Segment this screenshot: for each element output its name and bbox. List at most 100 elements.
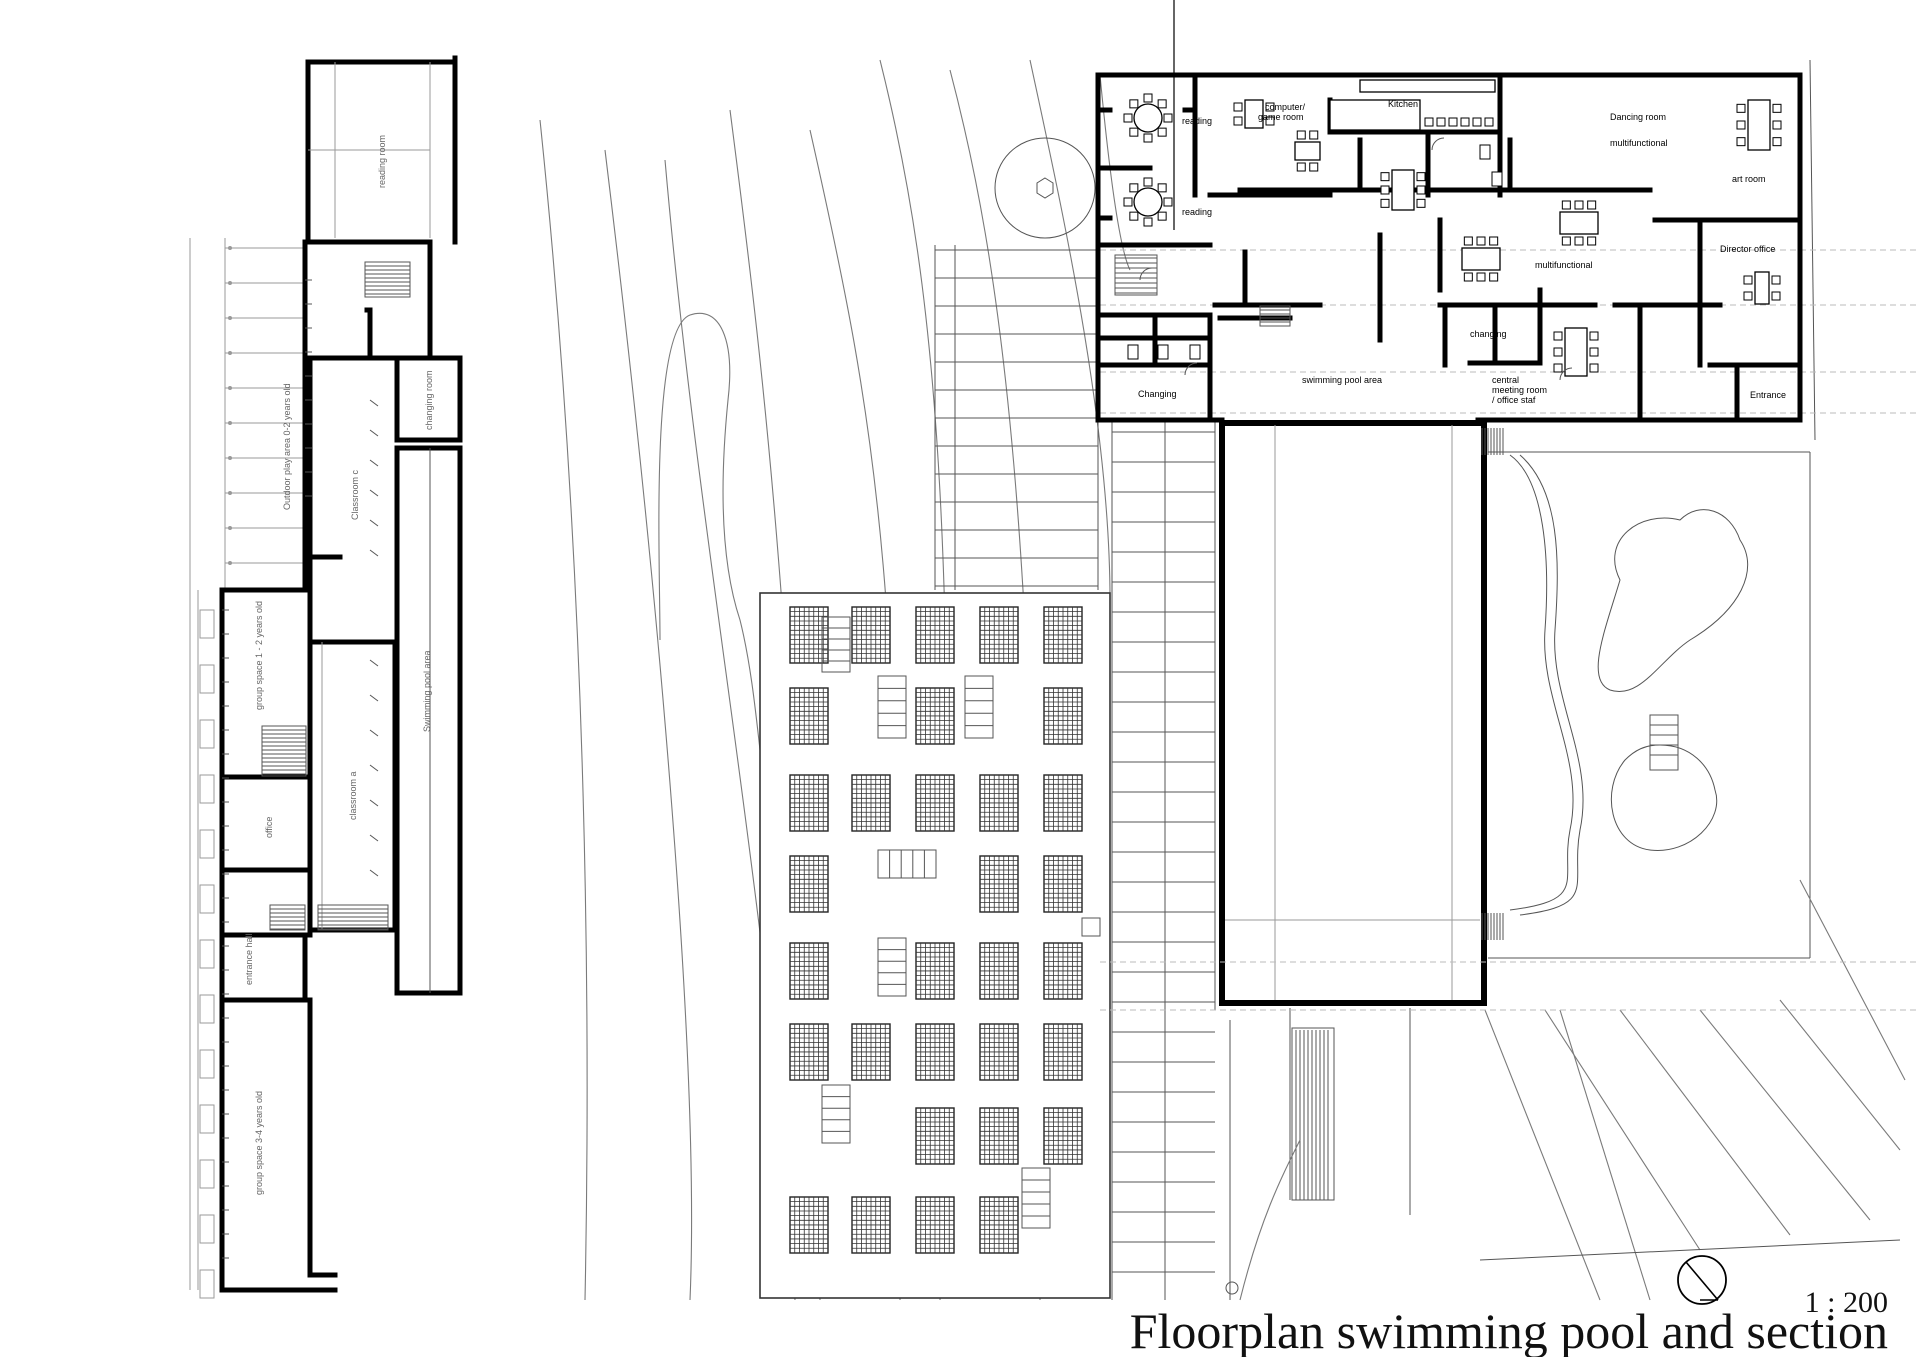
- chair: [1772, 103, 1782, 113]
- play-post: [228, 421, 232, 425]
- terrain-line: [1699, 1009, 1871, 1221]
- solar-bench-frame: [1021, 1167, 1051, 1229]
- contour-line: [1029, 59, 1111, 601]
- window: [199, 719, 215, 749]
- window: [199, 1159, 215, 1189]
- terrain-line: [1544, 1009, 1701, 1251]
- furniture-mark: [369, 764, 379, 772]
- solar-panel: [915, 774, 955, 832]
- terrain-line: [1479, 1239, 1901, 1261]
- central-meeting-line3: / office staf: [1492, 395, 1536, 405]
- label-entrance: Entrance: [1750, 390, 1786, 400]
- kitchen-appliance: [1484, 117, 1494, 127]
- tree-mark: [1225, 1281, 1239, 1295]
- rect-table-top: [1564, 327, 1588, 377]
- chair: [1736, 137, 1746, 147]
- chair: [1296, 130, 1306, 140]
- wc-fixture: [1491, 171, 1503, 187]
- solar-panel: [979, 606, 1019, 664]
- solar-bench-frame: [877, 675, 907, 739]
- chair: [1123, 113, 1133, 123]
- terrain-line: [1239, 1139, 1301, 1301]
- window: [199, 1214, 215, 1244]
- entrance-hall-text: entrance hall: [244, 933, 254, 985]
- round-table-top: [1133, 103, 1163, 133]
- furniture-mark: [369, 429, 379, 437]
- section-label-office: office: [264, 817, 274, 838]
- chair: [1233, 102, 1243, 112]
- footbridge: [1649, 714, 1679, 771]
- solar-bench-frame: [821, 1084, 851, 1144]
- chair: [1380, 172, 1390, 182]
- play-post: [228, 281, 232, 285]
- chair: [1476, 236, 1486, 246]
- section-label-group-space-1-2: group space 1 - 2 years old: [254, 601, 264, 710]
- chair: [1589, 347, 1599, 357]
- chair: [1380, 198, 1390, 208]
- section-label-classroom-a: classroom a: [348, 771, 358, 820]
- wc-fixture: [1127, 344, 1139, 360]
- contour-line: [604, 149, 693, 1301]
- label-reading-2: reading: [1182, 207, 1212, 217]
- kitchen-appliance: [1472, 117, 1482, 127]
- window: [199, 994, 215, 1024]
- chair: [1265, 116, 1275, 126]
- solar-panel: [851, 774, 891, 832]
- contour-line: [539, 119, 588, 1301]
- furniture: [1114, 79, 1782, 381]
- solar-bench-frame: [877, 849, 937, 879]
- chair: [1416, 172, 1426, 182]
- solar-panel: [789, 942, 829, 1000]
- label-dancing-multifunctional: multifunctional: [1610, 138, 1668, 148]
- door-swing: [1559, 367, 1573, 381]
- rect-table: [1294, 130, 1321, 172]
- chair: [1129, 127, 1139, 137]
- solar-panel: [979, 1107, 1019, 1165]
- terrain-line: [1484, 1009, 1601, 1301]
- chair: [1129, 99, 1139, 109]
- chair: [1561, 236, 1571, 246]
- furniture-mark: [369, 549, 379, 557]
- lower-stairs: [1291, 428, 1504, 1201]
- chair: [1772, 120, 1782, 130]
- pond-lower: [1610, 744, 1718, 851]
- furniture-mark: [369, 489, 379, 497]
- solar-panel: [1043, 855, 1083, 913]
- structural-grid: [1100, 249, 1920, 1011]
- solar-panel: [1043, 606, 1083, 664]
- furniture-mark: [369, 729, 379, 737]
- chair: [1743, 291, 1753, 301]
- rect-table: [1743, 271, 1781, 305]
- wc-fixture: [1189, 344, 1201, 360]
- solar-panels: [789, 606, 1101, 1254]
- computer-room-line1: computer/: [1265, 102, 1306, 112]
- rect-table: [1461, 236, 1501, 282]
- kitchen-appliance: [1460, 117, 1470, 127]
- chair: [1380, 185, 1390, 195]
- stair-block: [1114, 254, 1158, 296]
- section-label-group-space-3-4: group space 3-4 years old: [254, 1091, 264, 1195]
- solar-panel: [1043, 1107, 1083, 1165]
- section-label-outdoor-play: Outdoor play area 0-2 years old: [282, 383, 292, 510]
- play-post: [228, 246, 232, 250]
- chair: [1143, 217, 1153, 227]
- chair: [1265, 102, 1275, 112]
- chair: [1143, 93, 1153, 103]
- kitchen-counter: [1359, 79, 1496, 93]
- solar-panel: [915, 1107, 955, 1165]
- chair: [1772, 137, 1782, 147]
- solar-panel: [915, 942, 955, 1000]
- chair: [1476, 272, 1486, 282]
- main-building: reading reading computer/ game room Kitc…: [1095, 72, 1803, 423]
- kitchen-appliance: [1448, 117, 1458, 127]
- north-arrow-icon: [1677, 1255, 1727, 1305]
- solar-bench: [1021, 1167, 1051, 1229]
- rect-table: [1553, 327, 1599, 377]
- chair: [1123, 197, 1133, 207]
- play-post: [228, 316, 232, 320]
- stair-hatch: [261, 261, 411, 931]
- window: [199, 1049, 215, 1079]
- solar-bench: [877, 849, 937, 879]
- drawing-title: Floorplan swimming pool and section: [1130, 1303, 1888, 1357]
